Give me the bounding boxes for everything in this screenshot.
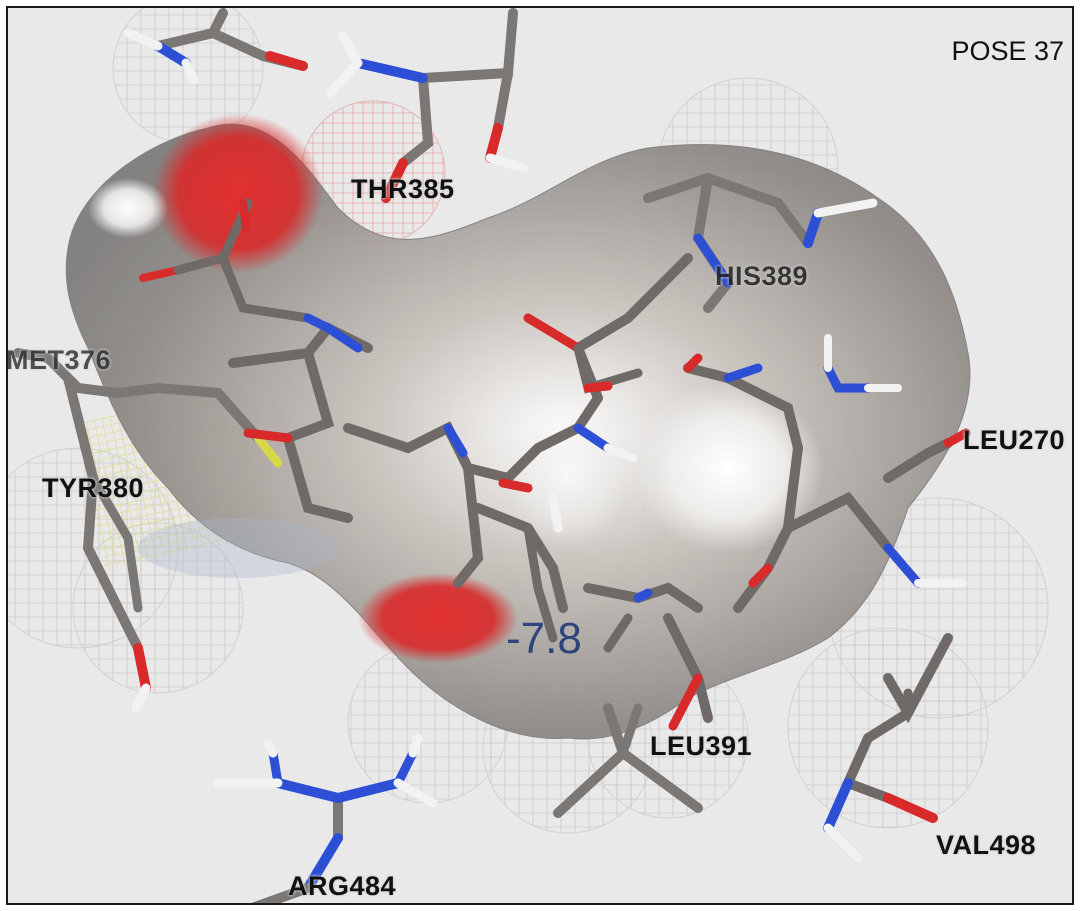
residue-label-thr385: THR385 bbox=[351, 174, 455, 204]
residue-label-leu391: LEU391 bbox=[650, 731, 753, 761]
residue-label-his389: HIS389 bbox=[715, 261, 809, 291]
stick-bonds bbox=[13, 8, 971, 903]
molecular-viewer[interactable]: POSE 37 THR385 HIS389 MET376 LEU270 TYR3… bbox=[6, 6, 1074, 905]
residue-label-arg484: ARG484 bbox=[288, 871, 397, 901]
docking-scene bbox=[8, 8, 1049, 903]
residue-label-met376: MET376 bbox=[6, 345, 112, 375]
residue-label-val498: VAL498 bbox=[936, 830, 1037, 860]
pose-label: POSE 37 bbox=[951, 36, 1064, 66]
residue-label-leu270: LEU270 bbox=[963, 425, 1066, 455]
docking-score: -7.8 bbox=[506, 614, 582, 663]
residue-label-tyr380: TYR380 bbox=[42, 473, 145, 503]
